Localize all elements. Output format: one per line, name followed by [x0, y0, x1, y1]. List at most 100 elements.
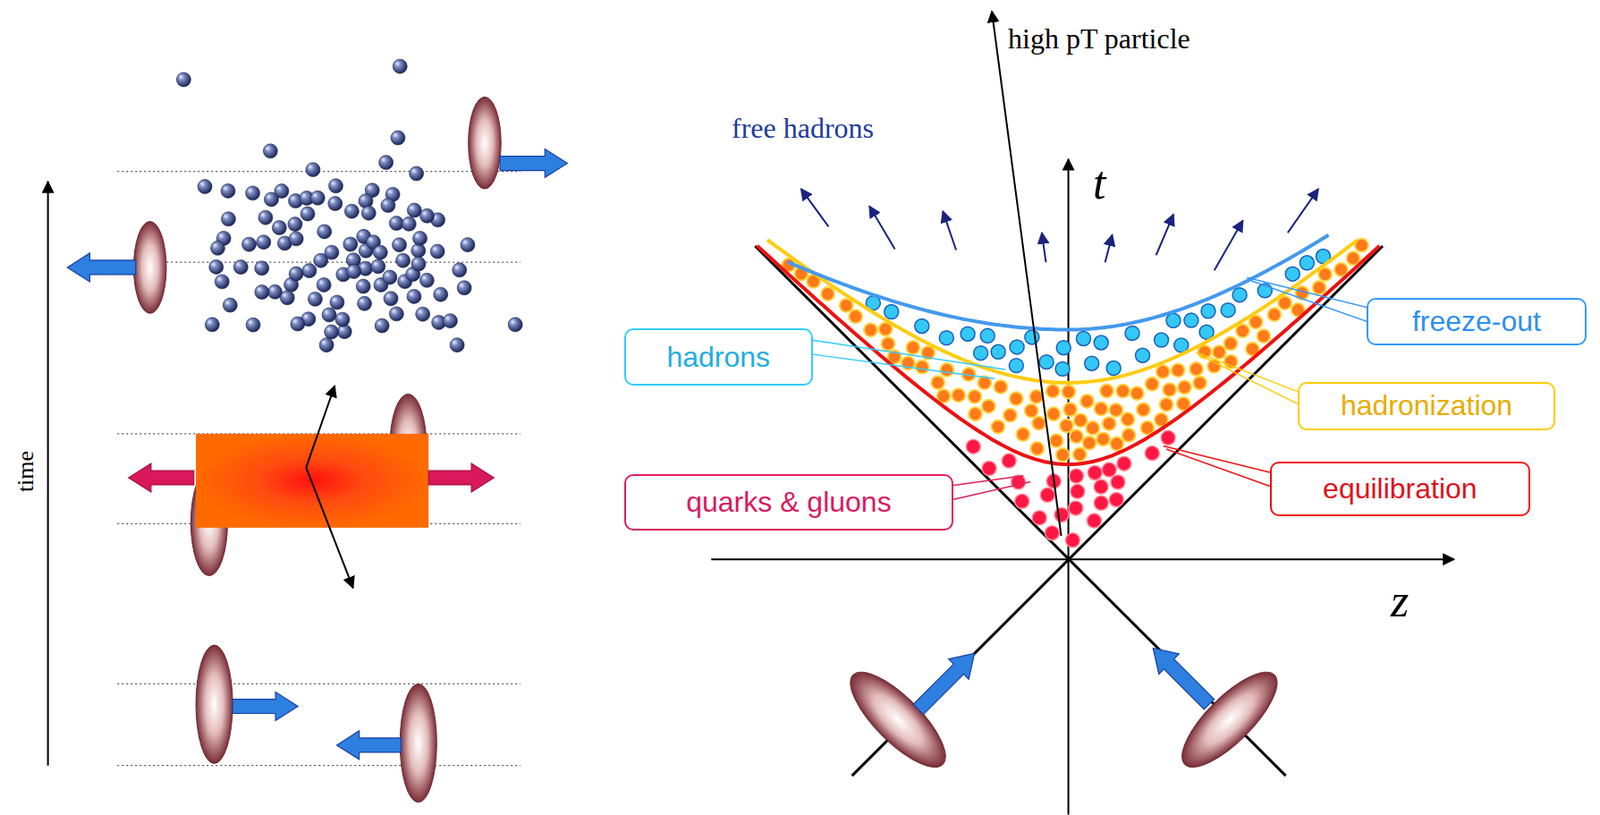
hadron-sphere [316, 277, 331, 292]
parton-dot [1110, 474, 1126, 490]
motion-arrow [128, 463, 195, 492]
mixed-phase-dot [939, 363, 954, 377]
mixed-phase-dot [1083, 436, 1097, 450]
mixed-phase-dot [1171, 363, 1186, 377]
hadron-sphere [361, 205, 376, 221]
hadron-sphere [449, 338, 465, 353]
hadron-dot [1056, 340, 1071, 356]
hadron-sphere [176, 72, 191, 87]
phase-label: free hadrons [731, 112, 874, 144]
time-slice-line [117, 764, 521, 766]
mixed-phase-dot [1102, 416, 1117, 431]
nucleus-pancake [195, 644, 233, 763]
mixed-phase-dot [1116, 384, 1130, 398]
hadron-sphere [371, 259, 386, 274]
hadron-sphere [401, 216, 416, 231]
hadron-sphere [245, 186, 261, 201]
mixed-phase-dot [1046, 384, 1060, 398]
mixed-phase-dot [1109, 437, 1124, 451]
hadron-sphere [324, 245, 339, 260]
hadron-sphere [457, 280, 472, 296]
hadron-sphere [344, 203, 359, 219]
hadron-dot [1135, 347, 1151, 363]
mixed-phase-dot [1193, 376, 1207, 390]
leader-line [1200, 355, 1298, 404]
callout-label: quarks & gluons [685, 486, 891, 518]
callout-label: hadronization [1340, 389, 1513, 422]
leader-line [1166, 448, 1270, 486]
mixed-phase-dot [1224, 337, 1238, 351]
particle-label: high pT particle [1007, 23, 1191, 55]
parton-dot [1087, 465, 1102, 480]
hadron-dot [1039, 355, 1054, 370]
hadron-dot [914, 318, 930, 333]
hadron-sphere [256, 235, 271, 250]
hadron-sphere [245, 317, 261, 332]
hadron-sphere [307, 291, 322, 306]
motion-arrow [232, 692, 298, 721]
mixed-phase-dot [1346, 251, 1361, 265]
hadron-sphere [319, 338, 334, 353]
hadron-dot [1093, 335, 1109, 350]
mixed-phase-dot [1009, 391, 1024, 406]
hadron-sphere [197, 179, 212, 195]
mixed-phase-dot [1074, 413, 1088, 427]
hadron-dot [884, 304, 899, 320]
free-hadron-arrow [1105, 234, 1113, 263]
leader-line [953, 475, 1024, 486]
hadron-sphere [406, 203, 422, 218]
parton-dot [1144, 446, 1160, 461]
z-axis [711, 558, 1455, 560]
hadron-dot [1184, 313, 1199, 328]
hadron-dot [1201, 304, 1216, 319]
hadron-sphere [204, 317, 220, 332]
axis-label: t [1092, 157, 1106, 209]
parton-dot [1015, 493, 1030, 508]
nucleus-pancake [399, 683, 437, 802]
callout-box: freeze-out [1366, 297, 1586, 345]
hadron-sphere [258, 210, 273, 225]
free-hadron-arrow [1214, 220, 1244, 271]
mixed-phase-dot [1108, 403, 1123, 417]
hadron-cloud [176, 59, 523, 352]
hadron-sphere [379, 155, 394, 170]
hadron-sphere [419, 272, 434, 288]
parton-dot [965, 439, 981, 454]
free-hadron-arrow [942, 211, 957, 250]
hadron-sphere [330, 295, 345, 310]
parton-dot [1065, 533, 1080, 548]
leader-line [812, 354, 996, 379]
mixed-phase-dot [1003, 408, 1017, 423]
hadron-sphere [290, 316, 305, 331]
parton-dot [1001, 453, 1016, 468]
hadron-sphere [406, 288, 422, 304]
leader-line [1246, 277, 1367, 307]
mixed-phase-dot [982, 399, 996, 414]
hadron-sphere [383, 291, 398, 306]
hadron-sphere [214, 274, 229, 289]
motion-arrow [67, 253, 136, 282]
mixed-phase-dot [1085, 421, 1100, 435]
parton-dot [1068, 468, 1084, 483]
mixed-phase-dot [1096, 431, 1110, 446]
callout-label: freeze-out [1412, 305, 1541, 338]
particle-label-holder: high pT particle [1007, 23, 1191, 55]
axis-label: z [1390, 575, 1409, 627]
hadron-dot [1166, 313, 1181, 328]
mixed-phase-dot [1059, 418, 1074, 432]
axis-label-holder: z [1390, 575, 1409, 627]
parton-dot [982, 461, 997, 476]
motion-arrow [499, 149, 568, 178]
mixed-phase-dot [1080, 394, 1094, 408]
free-hadron-arrow [1287, 188, 1319, 233]
mixed-phase-dot [1235, 324, 1250, 339]
hadron-sphere [411, 243, 426, 258]
parton-dot [1093, 495, 1109, 510]
hadron-sphere [507, 317, 523, 332]
hadron-sphere [254, 285, 270, 300]
parton-dot [1086, 513, 1101, 528]
mixed-phase-dot [1122, 428, 1136, 442]
mixed-phase-dot [1100, 384, 1114, 398]
axis-label-holder: t [1092, 157, 1106, 209]
hadron-sphere [328, 196, 343, 212]
